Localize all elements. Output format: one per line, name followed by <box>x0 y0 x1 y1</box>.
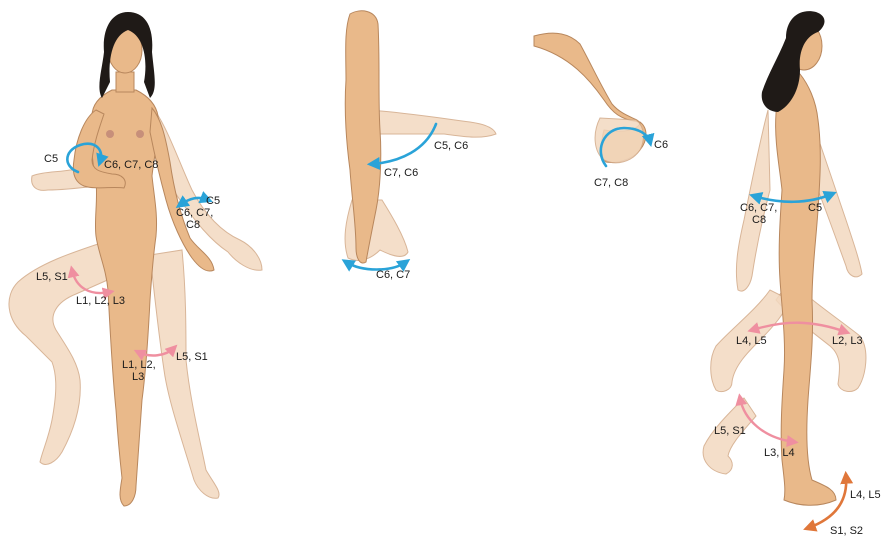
label-side-knee-l3l4: L3, L4 <box>764 448 795 459</box>
front-chest-mark <box>106 130 114 138</box>
label-arm-elbow-c7c6: C7, C6 <box>384 168 418 179</box>
label-front-knee-l3: L3 <box>132 372 144 383</box>
label-front-knee-l5s1: L5, S1 <box>176 352 208 363</box>
label-side-trunk-c5: C5 <box>808 203 822 214</box>
label-front-elbow-c5: C5 <box>206 196 220 207</box>
label-front-shoulder-c5: C5 <box>44 154 58 165</box>
label-front-elbow-c6c7: C6, C7, <box>176 208 213 219</box>
front-neck <box>116 72 134 92</box>
label-side-ankle-s1s2: S1, S2 <box>830 526 863 537</box>
hand-figure <box>534 33 646 163</box>
front-ghost-leg-right <box>150 250 219 498</box>
label-side-trunk-c8: C8 <box>752 215 766 226</box>
label-front-hip-l5s1: L5, S1 <box>36 272 68 283</box>
arm-figure <box>345 11 496 263</box>
label-side-trunk-c6c7: C6, C7, <box>740 203 777 214</box>
label-front-shoulder-c6c7c8: C6, C7, C8 <box>104 160 158 171</box>
label-hand-c6: C6 <box>654 140 668 151</box>
label-arm-wrist-c6c7: C6, C7 <box>376 270 410 281</box>
label-hand-c7c8: C7, C8 <box>594 178 628 189</box>
label-side-hip-l2l3: L2, L3 <box>832 336 863 347</box>
front-chest-mark <box>136 130 144 138</box>
label-front-knee-l1l2: L1, L2, <box>122 360 156 371</box>
label-side-ankle-l4l5: L4, L5 <box>850 490 881 501</box>
label-front-hip-l1l2l3: L1, L2, L3 <box>76 296 125 307</box>
label-side-knee-l5s1: L5, S1 <box>714 426 746 437</box>
label-arm-elbow-c5c6: C5, C6 <box>434 141 468 152</box>
label-front-elbow-c8: C8 <box>186 220 200 231</box>
label-side-hip-l4l5: L4, L5 <box>736 336 767 347</box>
front-figure <box>9 12 262 506</box>
side-ghost-arm-back <box>736 110 770 291</box>
